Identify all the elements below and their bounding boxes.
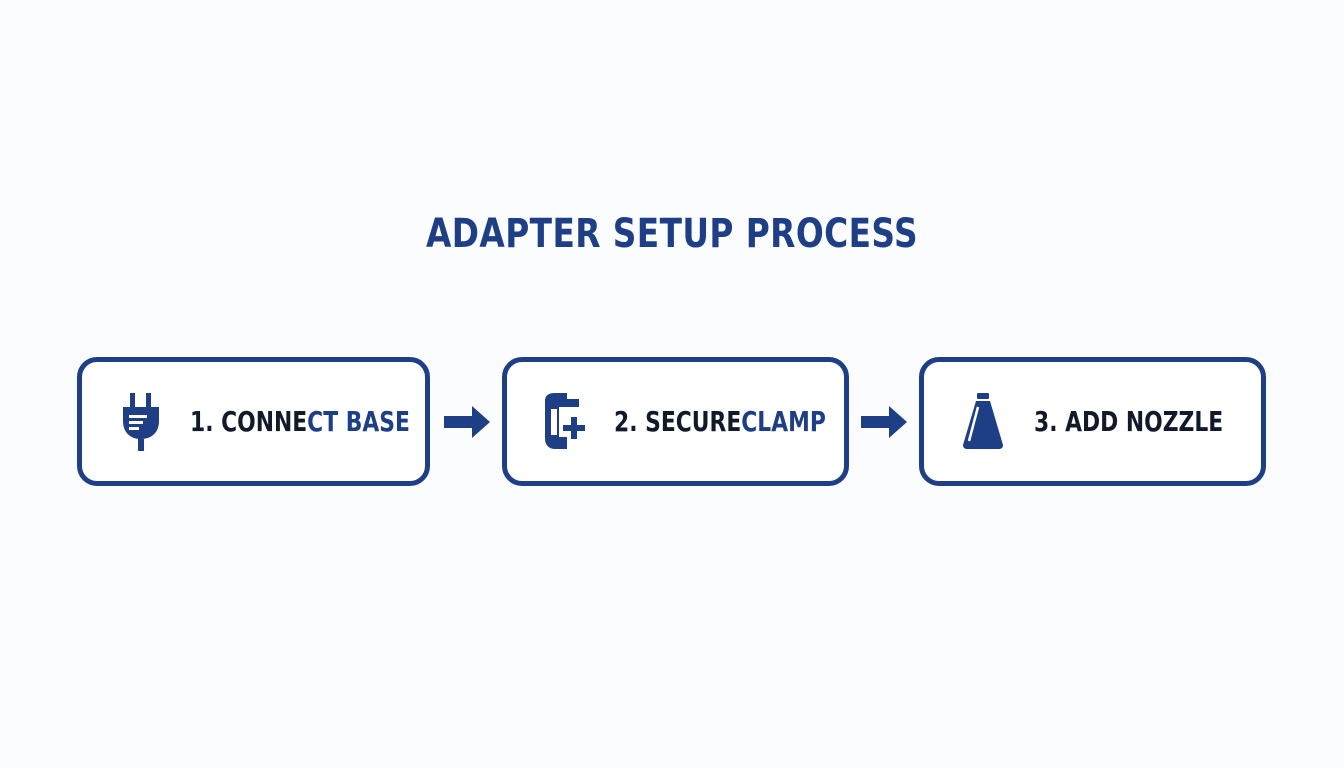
step-3-label: 3. ADD NOZZLE	[1034, 362, 1223, 481]
step-2-label-dark: 2. SECURE	[614, 405, 742, 438]
step-1-label-dark: 1. CONNE	[190, 405, 308, 438]
page-title: ADAPTER SETUP PROCESS	[425, 211, 919, 257]
clamp-icon	[539, 391, 591, 453]
plug-icon	[115, 391, 167, 453]
step-add-nozzle: 3. ADD NOZZLE	[919, 357, 1266, 486]
step-2-label: 2. SECURE CLAMP	[614, 362, 826, 481]
arrow-right-icon	[444, 404, 492, 440]
step-2-label-blue: CLAMP	[741, 405, 826, 438]
step-secure-clamp: 2. SECURE CLAMP	[502, 357, 849, 486]
arrow-right-icon	[861, 404, 909, 440]
step-3-label-dark: 3. ADD NOZZLE	[1034, 405, 1224, 438]
nozzle-icon	[957, 391, 1009, 453]
step-1-label-blue: CT BASE	[307, 405, 410, 438]
